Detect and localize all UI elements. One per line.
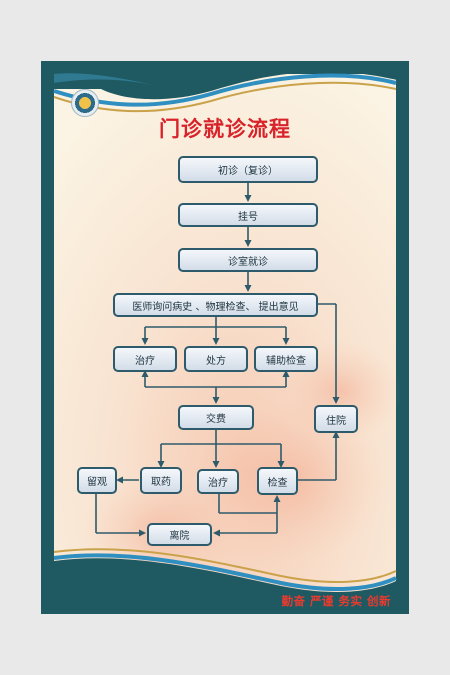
node-discharge: 离院 [147, 523, 212, 546]
node-observe: 留观 [77, 467, 117, 494]
node-consult: 诊室就诊 [178, 248, 318, 272]
page-title: 门诊就诊流程 [159, 117, 291, 141]
slogan: 勤奋 严谨 务实 创新 [281, 594, 391, 608]
node-register: 挂号 [178, 203, 318, 227]
node-first-visit: 初诊（复诊） [178, 156, 318, 183]
poster-background [41, 61, 409, 614]
node-aux-exam: 辅助检查 [254, 346, 318, 372]
hospital-logo-icon [71, 89, 99, 117]
node-treat: 治疗 [113, 346, 177, 372]
node-doctor: 医师询问病史 、物理检查、 提出意见 [113, 293, 318, 317]
node-take-medicine: 取药 [140, 467, 182, 494]
node-treat-2: 治疗 [197, 469, 239, 494]
poster: 门诊就诊流程 初诊（复诊） 挂号 诊室就诊 医师询问病史 、物理检查、 提出意见… [41, 61, 409, 614]
node-prescribe: 处方 [184, 346, 248, 372]
node-hospitalize: 住院 [314, 405, 358, 433]
node-pay: 交费 [178, 405, 254, 430]
node-exam: 检查 [257, 467, 298, 495]
